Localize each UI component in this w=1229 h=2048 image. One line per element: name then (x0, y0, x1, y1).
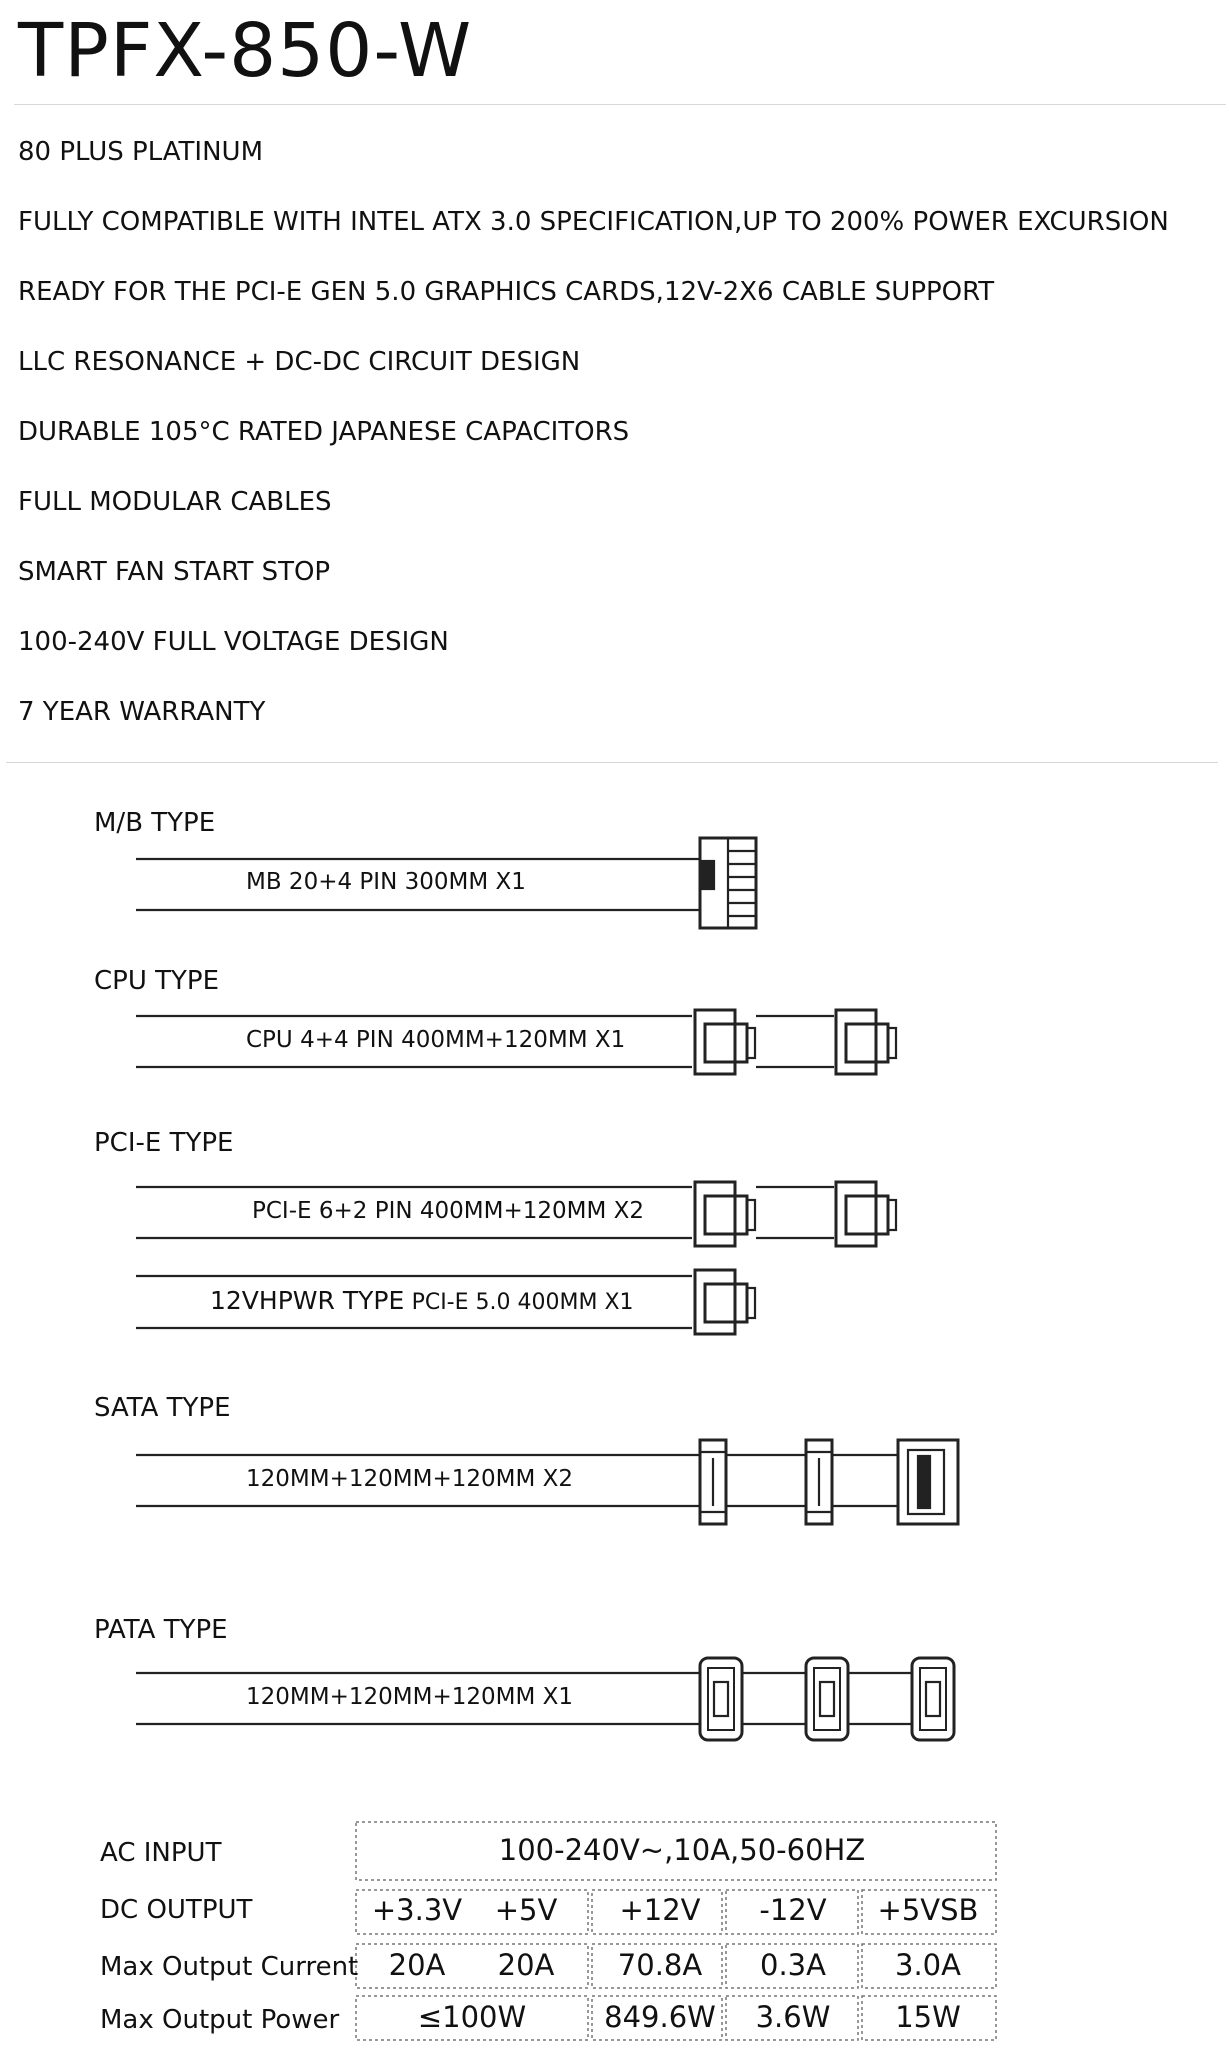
sata-cable-label: 120MM+120MM+120MM X2 (246, 1466, 574, 1492)
pata-cable-label: 120MM+120MM+120MM X1 (246, 1684, 574, 1710)
cpu-connector-icon (834, 1008, 898, 1076)
rail-current: 3.0A (895, 1948, 961, 1982)
feature-item: 80 PLUS PLATINUM (18, 137, 264, 167)
cpu-cable (136, 1008, 898, 1076)
pcie-cable (136, 1180, 898, 1248)
hpwr-connector-icon (693, 1268, 757, 1336)
rail-header: -12V (759, 1893, 827, 1927)
feature-item: FULLY COMPATIBLE WITH INTEL ATX 3.0 SPEC… (18, 207, 1169, 237)
title-divider (14, 104, 1226, 105)
feature-item: 7 YEAR WARRANTY (18, 697, 266, 727)
pata-type-heading: PATA TYPE (94, 1615, 228, 1645)
spec-row-label: Max Output Power (100, 2005, 340, 2035)
hpwr-cable (136, 1268, 757, 1336)
cpu-connector-icon (693, 1008, 757, 1076)
rail-header: +5VSB (877, 1893, 979, 1927)
mb-type-heading: M/B TYPE (94, 808, 216, 838)
hpwr-cable-desc: PCI-E 5.0 400MM X1 (411, 1290, 634, 1315)
combined-power: ≤100W (417, 2000, 527, 2034)
rail-current: 20A (388, 1948, 446, 1982)
pata-connector-icon (698, 1656, 744, 1742)
cpu-cable-label: CPU 4+4 PIN 400MM+120MM X1 (246, 1027, 626, 1053)
spec-row-label: Max Output Current (100, 1952, 359, 1982)
ac-input-value: 100-240V~,10A,50-60HZ (498, 1833, 866, 1867)
rail-header: +5V (494, 1893, 558, 1927)
rail-power: 15W (895, 2000, 961, 2034)
pcie-cable-label: PCI-E 6+2 PIN 400MM+120MM X2 (252, 1198, 645, 1224)
sata-cable (136, 1438, 960, 1526)
feature-item: SMART FAN START STOP (18, 557, 331, 587)
mb-cable-label: MB 20+4 PIN 300MM X1 (246, 869, 526, 895)
rail-header: +3.3V (371, 1893, 463, 1927)
rail-header: +12V (619, 1893, 701, 1927)
hpwr-type-prefix: 12VHPWR TYPE (210, 1286, 405, 1315)
feature-item: READY FOR THE PCI-E GEN 5.0 GRAPHICS CAR… (18, 277, 995, 307)
sata-end-connector-icon (896, 1438, 960, 1526)
rail-current: 0.3A (760, 1948, 826, 1982)
pata-cable (136, 1656, 956, 1742)
feature-list: 80 PLUS PLATINUM FULLY COMPATIBLE WITH I… (18, 134, 1169, 764)
features-divider (6, 762, 1218, 763)
cable-diagram (136, 836, 960, 1742)
sata-type-heading: SATA TYPE (94, 1393, 231, 1423)
rail-current: 70.8A (617, 1948, 703, 1982)
pata-connector-icon (804, 1656, 850, 1742)
pata-connector-icon (910, 1656, 956, 1742)
pcie-connector-icon (834, 1180, 898, 1248)
spec-row-label: AC INPUT (100, 1838, 222, 1868)
rail-power: 3.6W (755, 2000, 831, 2034)
rail-current: 20A (497, 1948, 555, 1982)
mb-cable (136, 836, 758, 930)
cpu-type-heading: CPU TYPE (94, 966, 219, 996)
feature-item: FULL MODULAR CABLES (18, 487, 332, 517)
pcie-connector-icon (693, 1180, 757, 1248)
feature-item: LLC RESONANCE + DC-DC CIRCUIT DESIGN (18, 347, 581, 377)
sata-connector-icon (698, 1438, 728, 1526)
feature-item: DURABLE 105°C RATED JAPANESE CAPACITORS (18, 417, 630, 447)
hpwr-cable-label: 12VHPWR TYPE PCI-E 5.0 400MM X1 (210, 1286, 634, 1315)
pcie-type-heading: PCI-E TYPE (94, 1128, 234, 1158)
mb-24pin-connector-icon (698, 836, 758, 930)
rail-power: 849.6W (604, 2000, 716, 2034)
spec-row-label: DC OUTPUT (100, 1895, 253, 1925)
sata-connector-icon (804, 1438, 834, 1526)
page-title: TPFX-850-W (18, 8, 473, 94)
feature-item: 100-240V FULL VOLTAGE DESIGN (18, 627, 449, 657)
